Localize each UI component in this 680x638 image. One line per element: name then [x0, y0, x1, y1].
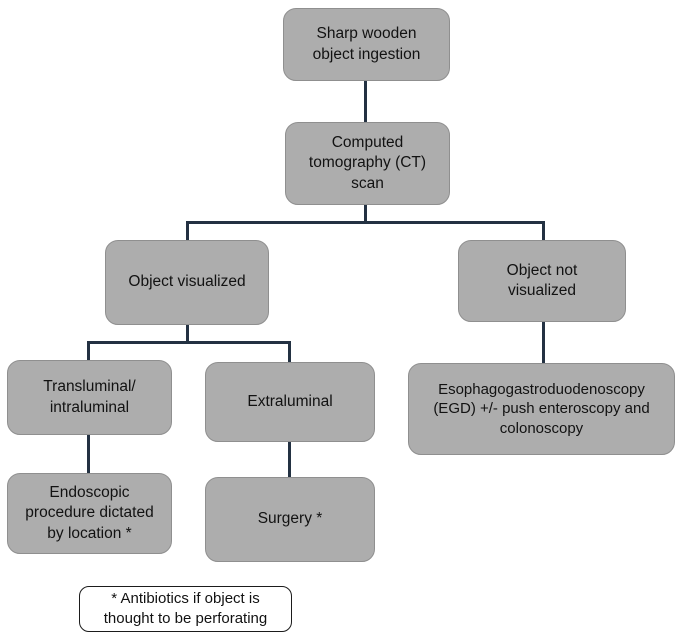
node-object-not-visualized: Object not visualized — [458, 240, 626, 322]
connector-ct-stub — [364, 204, 367, 223]
node-egd-enteroscopy-colonoscopy: Esophagogastroduodenoscopy (EGD) +/- pus… — [408, 363, 675, 455]
connector-drop-object-not-visualized — [542, 221, 545, 241]
footnote-antibiotics: * Antibiotics if object is thought to be… — [79, 586, 292, 632]
connector-visualized-stub — [186, 324, 189, 343]
connector-ingestion-to-ct — [364, 80, 367, 123]
node-extraluminal: Extraluminal — [205, 362, 375, 442]
node-object-visualized: Object visualized — [105, 240, 269, 325]
connector-extraluminal-to-surgery — [288, 441, 291, 478]
connector-drop-object-visualized — [186, 221, 189, 241]
node-ct-scan: Computed tomography (CT) scan — [285, 122, 450, 205]
connector-drop-transluminal — [87, 341, 90, 362]
connector-ct-branch-bar — [186, 221, 545, 224]
connector-visualized-branch-bar — [87, 341, 291, 344]
node-transluminal-intraluminal: Transluminal/ intraluminal — [7, 360, 172, 435]
connector-transluminal-to-endoscopic — [87, 434, 90, 474]
node-sharp-wooden-object-ingestion: Sharp wooden object ingestion — [283, 8, 450, 81]
node-surgery: Surgery * — [205, 477, 375, 562]
connector-not-visualized-to-egd — [542, 321, 545, 364]
connector-drop-extraluminal — [288, 341, 291, 364]
node-endoscopic-procedure: Endoscopic procedure dictated by locatio… — [7, 473, 172, 554]
